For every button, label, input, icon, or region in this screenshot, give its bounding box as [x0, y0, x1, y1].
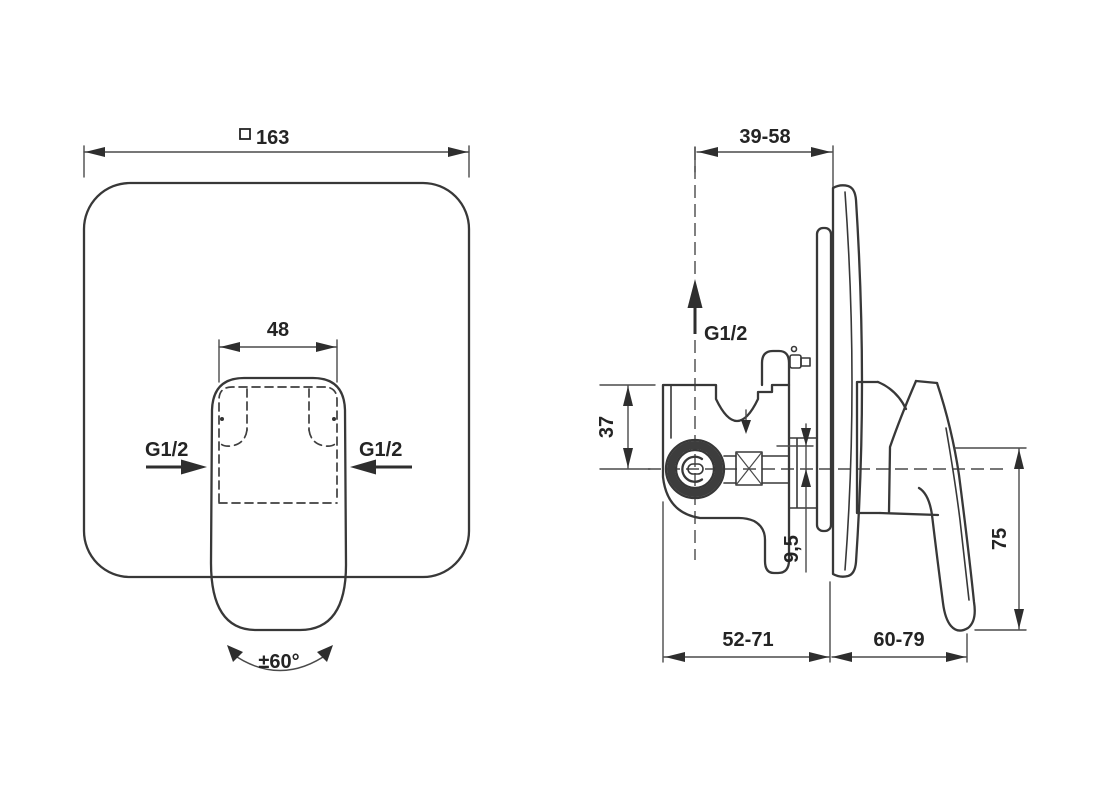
dim-recess-depth: 52-71 [662, 501, 831, 663]
spindle-hatch-lines [735, 451, 763, 486]
inlet-horseshoe [681, 455, 704, 483]
fixing-point-right [332, 417, 336, 421]
handle-base-fillet [876, 380, 908, 411]
handle-base [855, 380, 882, 515]
swivel-angle-label: ±60° [258, 651, 299, 673]
dim-axis-height: 37 [596, 384, 656, 470]
handle-length-label: 75 [989, 528, 1011, 550]
flow-arrow-right-icon [181, 459, 207, 475]
inlet-union-outer [664, 438, 726, 500]
top-outlet-boss [760, 349, 791, 387]
dim-projection: 60-79 [831, 629, 968, 663]
arrowhead [623, 448, 633, 468]
arrowhead [623, 386, 633, 406]
dim-offset: 9,5 [776, 423, 814, 573]
arrowhead [801, 469, 811, 487]
dim-wall-distance: 39-58 [694, 126, 834, 189]
arrowhead [220, 342, 240, 352]
swivel-arc [230, 652, 330, 672]
ref-arrowhead-down [741, 420, 751, 434]
offset-label: 9,5 [781, 535, 803, 563]
front-view: 163 48 G1/2 G1/2 ±60° [82, 127, 471, 673]
front-handle [209, 376, 348, 632]
flow-arrow-up-icon [687, 279, 703, 308]
right-connection-label: G1/2 [359, 439, 402, 461]
connection-right: G1/2 [350, 439, 412, 475]
handle-hub-bottom [878, 511, 940, 517]
handle-lever-inner-line [945, 427, 970, 601]
arrowhead [448, 147, 468, 157]
handle-hub-top [914, 379, 939, 385]
outlet-screw [789, 354, 802, 369]
dim-plate-size: 163 [83, 127, 470, 178]
outlet-screw-knob [790, 345, 798, 353]
handle-width-label: 48 [267, 319, 289, 341]
inlet-union-inner [674, 448, 716, 490]
arrowhead [801, 428, 811, 446]
hidden-collar-outline [218, 386, 338, 503]
side-wall-plate-curve [844, 191, 853, 571]
wall-distance-label: 39-58 [739, 126, 790, 148]
spindle-hatch-block [735, 451, 763, 486]
handle-hub-edge [887, 379, 918, 514]
hidden-pocket-left [218, 429, 248, 447]
outlet-screw-tip [800, 357, 811, 367]
handle-lever [917, 381, 976, 632]
arrowhead [698, 147, 718, 157]
square-symbol-icon [239, 128, 251, 140]
projection-label: 60-79 [873, 629, 924, 651]
flow-arrow-left-icon [350, 459, 376, 475]
arrowhead [317, 645, 333, 662]
left-connection-label: G1/2 [145, 439, 188, 461]
arrowhead [811, 147, 831, 157]
arrowhead [665, 652, 685, 662]
top-connection: G1/2 [687, 279, 747, 345]
arrowhead [85, 147, 105, 157]
arrowhead [832, 652, 852, 662]
plate-size-label: 163 [256, 127, 289, 149]
recess-depth-label: 52-71 [722, 629, 773, 651]
axis-height-label: 37 [596, 416, 618, 438]
valve-body [661, 383, 791, 575]
mounting-back-plate [815, 226, 833, 533]
side-view: G1/2 39-58 [596, 126, 1027, 663]
side-handle [855, 379, 976, 632]
arrowhead [1014, 449, 1024, 469]
dim-handle-swivel: ±60° [227, 645, 333, 673]
inlet-union-nut [667, 441, 723, 497]
top-connection-label: G1/2 [704, 323, 747, 345]
arrowhead [809, 652, 829, 662]
inlet-slot [687, 463, 704, 475]
dim-handle-width: 48 [218, 319, 338, 383]
fixing-point-left [220, 417, 224, 421]
dim-handle-length: 75 [954, 447, 1027, 631]
arrowhead [946, 652, 966, 662]
front-wall-plate [82, 181, 471, 579]
spindle-shaft [723, 455, 790, 484]
arrowhead [316, 342, 336, 352]
arrowhead [1014, 609, 1024, 629]
hidden-pocket-right [308, 429, 338, 447]
connection-left: G1/2 [145, 439, 207, 475]
arrowhead [227, 645, 243, 662]
valve-wall-tube [788, 437, 818, 509]
